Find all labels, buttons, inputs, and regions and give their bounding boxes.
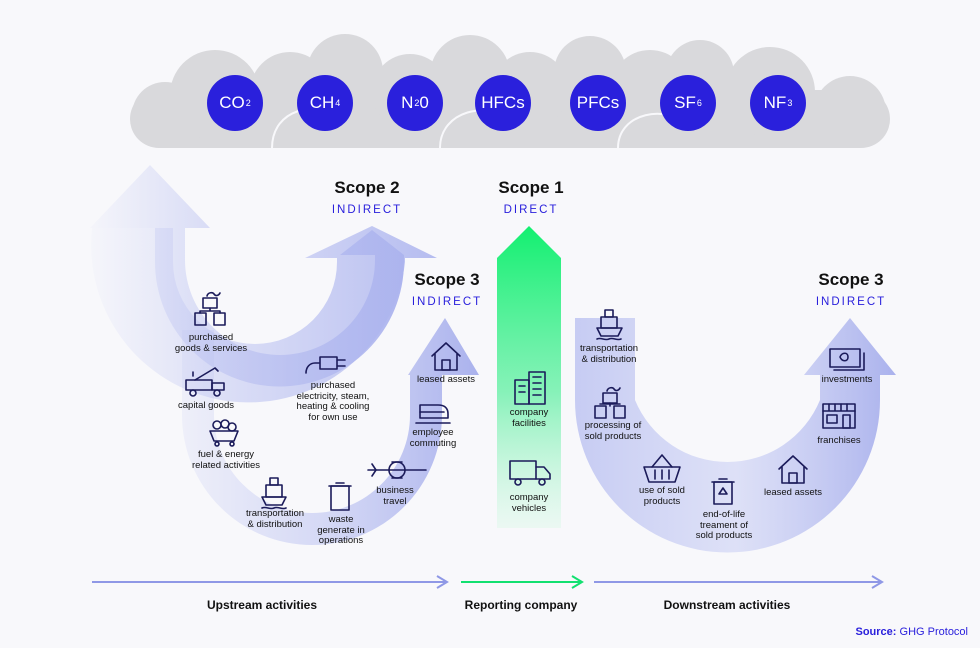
scope3-upstream-arrow: [182, 318, 479, 545]
gas-symbol: CO: [219, 93, 245, 112]
gas-pfcs-badge: PFCs: [570, 75, 626, 131]
downstream-leased-assets-label: leased assets: [763, 487, 823, 498]
source-value: GHG Protocol: [899, 626, 968, 638]
capital-goods-label: capital goods: [178, 400, 234, 411]
franchises-label: franchises: [817, 435, 861, 446]
gas-subscript: 2: [414, 98, 420, 108]
scope2-title: Scope 2: [334, 178, 400, 197]
basket-icon: [643, 454, 681, 483]
gas-symbol: N: [401, 93, 414, 112]
gas-symbol: PFCs: [576, 93, 620, 112]
ship-icon: [261, 477, 287, 510]
scope3-downstream-arrow: [575, 318, 896, 553]
scope1-subtitle: DIRECT: [503, 204, 559, 216]
scope2-arrow: [90, 165, 404, 387]
gas-symbol: CH: [309, 93, 335, 112]
airplane-icon: [367, 461, 427, 479]
building-icon: [514, 371, 546, 405]
scope1-label: Scope 1 DIRECT: [491, 178, 571, 216]
scope2-subtitle: INDIRECT: [331, 204, 403, 216]
reporting-company-label: Reporting company: [464, 598, 578, 612]
recycle-bin-icon: [711, 478, 735, 505]
gas-suffix: 0: [419, 93, 429, 112]
factory-icon: [594, 386, 626, 419]
scope3-upstream-label: Scope 3 INDIRECT: [406, 270, 488, 308]
crane-truck-icon: [185, 367, 225, 397]
train-icon: [415, 404, 451, 424]
gas-symbol: NF: [763, 93, 787, 112]
gas-subscript: 6: [696, 98, 702, 108]
scope3-upstream-subtitle: INDIRECT: [411, 296, 483, 308]
upstream-leased-assets-label: leased assets: [416, 374, 476, 385]
coal-cart-icon: [209, 419, 239, 447]
scope3-upstream-title: Scope 3: [414, 270, 480, 289]
trash-bin-icon: [328, 482, 352, 511]
scope3-downstream-label: Scope 3 INDIRECT: [810, 270, 892, 308]
gas-subscript: 3: [787, 98, 793, 108]
storefront-icon: [822, 403, 856, 429]
hierarchy-icon: [194, 291, 226, 326]
gas-subscript: 2: [245, 98, 251, 108]
house-icon: [431, 342, 461, 371]
plug-icon: [305, 356, 346, 374]
scope2-label: Scope 2 INDIRECT: [326, 178, 408, 216]
truck-icon: [509, 460, 551, 486]
source-note: Source: GHG Protocol: [856, 626, 969, 638]
gas-symbol: SF: [674, 93, 696, 112]
gas-hfcs-badge: HFCs: [475, 75, 531, 131]
investments-label: investments: [821, 374, 873, 385]
upstream-transport-label: transportation& distribution: [245, 508, 305, 530]
scope3-downstream-subtitle: INDIRECT: [815, 296, 887, 308]
scope1-title: Scope 1: [498, 178, 564, 197]
gas-subscript: 4: [335, 98, 341, 108]
source-label: Source:: [855, 626, 897, 638]
gas-symbol: HFCs: [481, 93, 525, 112]
banknotes-icon: [829, 348, 865, 371]
upstream-activities-label: Upstream activities: [206, 598, 318, 612]
house-icon: [778, 455, 808, 484]
ship-icon: [596, 309, 623, 341]
downstream-transport-label: transportation& distribution: [579, 343, 639, 365]
scope3-downstream-title: Scope 3: [818, 270, 884, 289]
downstream-activities-label: Downstream activities: [663, 598, 791, 612]
